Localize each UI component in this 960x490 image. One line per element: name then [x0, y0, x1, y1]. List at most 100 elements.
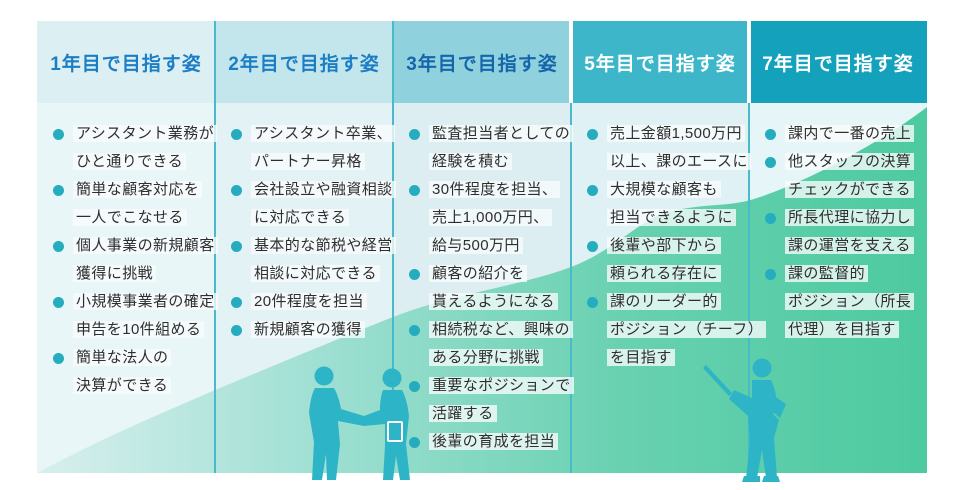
goal-item: 小規模事業者の確定申告を10件組める	[53, 288, 218, 344]
goal-line: 所長代理に協力し	[785, 209, 915, 226]
bullet-icon	[231, 297, 242, 308]
goal-text: 簡単な顧客対応を一人でこなせる	[73, 176, 203, 232]
goal-line: 相続税など、興味の	[429, 321, 573, 338]
bullet-icon	[409, 269, 420, 280]
goal-line: 申告を10件組める	[73, 321, 205, 338]
year-column: 1年目で目指す姿アシスタント業務がひと通りできる簡単な顧客対応を一人でこなせる個…	[37, 21, 218, 473]
goal-line: 課の監督的	[785, 265, 869, 282]
goal-line: 代理）を目指す	[785, 321, 899, 338]
goal-line: 会社設立や融資相談	[251, 181, 396, 198]
goal-line: 新規顧客の獲得	[251, 321, 365, 338]
goal-text: アシスタント卒業、パートナー昇格	[251, 120, 396, 176]
column-header-title: 7年目で目指す姿	[762, 53, 914, 75]
goal-line: 担当できるように	[607, 209, 736, 226]
goal-line: を目指す	[607, 349, 675, 366]
goal-line: 売上1,000万円、	[429, 209, 552, 226]
goal-item: 課のリーダー的ポジション（チーフ）を目指す	[587, 288, 767, 372]
year-column: 5年目で目指す姿売上金額1,500万円以上、課のエースに大規模な顧客も担当できる…	[571, 21, 767, 473]
goal-text: 会社設立や融資相談に対応できる	[251, 176, 396, 232]
bullet-icon	[587, 297, 598, 308]
bullet-icon	[231, 241, 242, 252]
goal-text: 売上金額1,500万円以上、課のエースに	[607, 120, 751, 176]
goal-list: アシスタント業務がひと通りできる簡単な顧客対応を一人でこなせる個人事業の新規顧客…	[37, 103, 218, 473]
goal-line: 決算ができる	[73, 377, 172, 394]
goal-text: 相続税など、興味のある分野に挑戦	[429, 316, 573, 372]
goal-line: 他スタッフの決算	[785, 153, 915, 170]
bullet-icon	[53, 297, 64, 308]
bullet-icon	[587, 185, 598, 196]
column-header-background	[571, 21, 749, 103]
goal-text: 所長代理に協力し課の運営を支える	[785, 204, 915, 260]
bullet-icon	[53, 129, 64, 140]
bullet-icon	[587, 241, 598, 252]
goal-text: 30件程度を担当、売上1,000万円、給与500万円	[429, 176, 561, 260]
goal-item: 売上金額1,500万円以上、課のエースに	[587, 120, 751, 176]
header-gap	[569, 21, 573, 103]
column-header-title: 5年目で目指す姿	[584, 53, 736, 75]
goal-line: チェックができる	[785, 181, 914, 198]
goal-line: 活躍する	[429, 405, 497, 422]
bullet-icon	[231, 185, 242, 196]
goal-text: アシスタント業務がひと通りできる	[73, 120, 218, 176]
goal-line: 以上、課のエースに	[607, 153, 751, 170]
goal-item: 基本的な節税や経営相談に対応できる	[231, 232, 396, 288]
goal-line: パートナー昇格	[251, 153, 365, 170]
goal-line: 貰えるようになる	[429, 293, 558, 310]
goal-line: 売上金額1,500万円	[607, 125, 745, 142]
goal-item: 簡単な法人の決算ができる	[53, 344, 213, 400]
goal-text: 簡単な法人の決算ができる	[73, 344, 172, 400]
goal-item: 他スタッフの決算チェックができる	[765, 148, 925, 204]
goal-text: 重要なポジションで活躍する	[429, 372, 574, 428]
bullet-icon	[765, 269, 776, 280]
goal-item: 簡単な顧客対応を一人でこなせる	[53, 176, 213, 232]
goal-text: 監査担当者としての経験を積む	[429, 120, 574, 176]
bullet-icon	[53, 241, 64, 252]
goal-text: 課内で一番の売上	[785, 120, 915, 148]
goal-item: アシスタント卒業、パートナー昇格	[231, 120, 396, 176]
column-header-background	[393, 21, 571, 103]
bullet-icon	[53, 353, 64, 364]
goal-text: 顧客の紹介を貰えるようになる	[429, 260, 558, 316]
goal-item: 後輩の育成を担当	[409, 428, 569, 456]
goal-line: ひと通りできる	[73, 153, 187, 170]
column-header-title: 2年目で目指す姿	[228, 53, 380, 75]
goal-text: 後輩や部下から頼られる存在に	[607, 232, 721, 288]
goal-item: 課内で一番の売上	[765, 120, 925, 148]
goal-line: アシスタント業務が	[73, 125, 218, 142]
header-gap	[747, 21, 751, 103]
goal-line: ある分野に挑戦	[429, 349, 543, 366]
goal-text: 20件程度を担当	[251, 288, 367, 316]
bullet-icon	[409, 185, 420, 196]
goal-line: 簡単な顧客対応を	[73, 181, 203, 198]
goal-line: 獲得に挑戦	[73, 265, 157, 282]
goal-line: に対応できる	[251, 209, 350, 226]
goal-line: アシスタント卒業、	[251, 125, 396, 142]
bullet-icon	[53, 185, 64, 196]
goal-line: 頼られる存在に	[607, 265, 721, 282]
goal-item: 20件程度を担当	[231, 288, 391, 316]
bullet-icon	[765, 129, 776, 140]
goal-line: 課内で一番の売上	[785, 125, 915, 142]
bullet-icon	[231, 325, 242, 336]
bullet-icon	[765, 213, 776, 224]
column-header-background	[215, 21, 393, 103]
goal-text: 他スタッフの決算チェックができる	[785, 148, 915, 204]
goal-line: ポジション（チーフ）	[607, 321, 767, 338]
goal-line: 後輩や部下から	[607, 237, 721, 254]
column-header-title: 3年目で目指す姿	[406, 53, 558, 75]
goal-item: 会社設立や融資相談に対応できる	[231, 176, 396, 232]
goal-text: 個人事業の新規顧客獲得に挑戦	[73, 232, 218, 288]
goal-item: 重要なポジションで活躍する	[409, 372, 574, 428]
goal-line: 後輩の育成を担当	[429, 433, 559, 450]
goal-line: 重要なポジションで	[429, 377, 574, 394]
goal-line: 個人事業の新規顧客	[73, 237, 218, 254]
goal-item: 顧客の紹介を貰えるようになる	[409, 260, 569, 316]
goal-line: 簡単な法人の	[73, 349, 172, 366]
goal-line: 30件程度を担当、	[429, 181, 561, 198]
goal-list: 課内で一番の売上他スタッフの決算チェックができる所長代理に協力し課の運営を支える…	[749, 103, 927, 473]
goal-text: 大規模な顧客も担当できるように	[607, 176, 736, 232]
bullet-icon	[409, 437, 420, 448]
